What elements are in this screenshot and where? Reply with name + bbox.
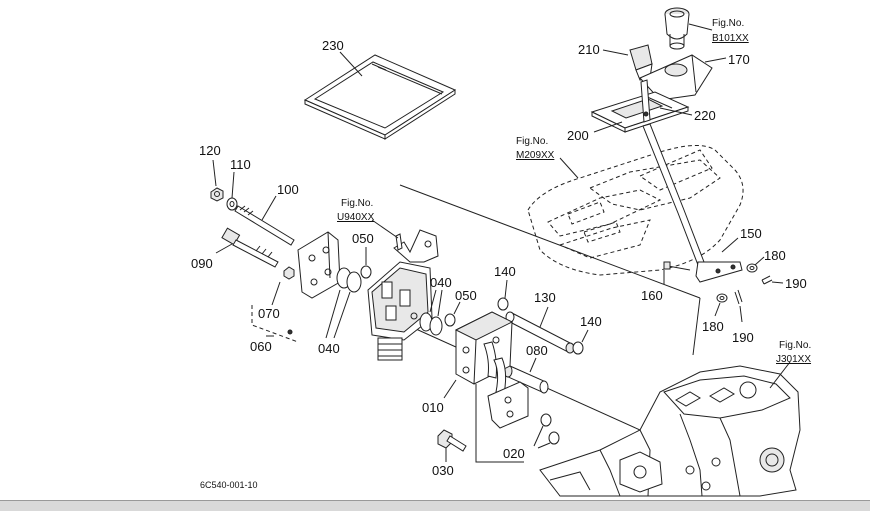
part-070-nut-drawing bbox=[283, 266, 295, 280]
part-050-oring-right-drawing bbox=[444, 313, 456, 327]
fig-ref-label: Fig.No. bbox=[779, 340, 811, 351]
fig-m209-cowling-drawing bbox=[527, 145, 744, 276]
diagram-code: 6C540-001-10 bbox=[200, 480, 258, 490]
part-label-050-right[interactable]: 050 bbox=[455, 288, 477, 303]
part-label-060[interactable]: 060 bbox=[250, 339, 272, 354]
part-190-pin-drawing bbox=[734, 275, 773, 305]
part-label-210[interactable]: 210 bbox=[578, 42, 600, 57]
part-label-090[interactable]: 090 bbox=[191, 256, 213, 271]
part-140-oring-top-drawing bbox=[497, 297, 509, 311]
part-150-lever-rod-drawing bbox=[642, 123, 743, 283]
part-label-130[interactable]: 130 bbox=[534, 290, 556, 305]
part-120-nut-drawing bbox=[210, 187, 224, 202]
fig-ref-b101-link[interactable]: B101XX bbox=[712, 33, 749, 44]
part-label-200[interactable]: 200 bbox=[567, 128, 589, 143]
part-label-180-top[interactable]: 180 bbox=[764, 248, 786, 263]
part-label-180-bottom[interactable]: 180 bbox=[702, 319, 724, 334]
part-label-230[interactable]: 230 bbox=[322, 38, 344, 53]
part-label-190-top[interactable]: 190 bbox=[785, 276, 807, 291]
part-label-170[interactable]: 170 bbox=[728, 52, 750, 67]
part-label-160[interactable]: 160 bbox=[641, 288, 663, 303]
fig-ref-label: Fig.No. bbox=[516, 136, 548, 147]
part-110-washer-drawing bbox=[226, 197, 238, 211]
fig-ref-label: Fig.No. bbox=[341, 198, 373, 209]
fig-j301-housing-drawing bbox=[539, 365, 801, 497]
part-100-stud-drawing bbox=[234, 205, 295, 246]
part-label-120[interactable]: 120 bbox=[199, 143, 221, 158]
part-label-040-left[interactable]: 040 bbox=[318, 341, 340, 356]
part-180-washer-drawing bbox=[716, 263, 758, 303]
fig-ref-u940-link[interactable]: U940XX bbox=[337, 212, 375, 223]
part-200-guide-plate-drawing bbox=[590, 91, 690, 133]
part-label-100[interactable]: 100 bbox=[277, 182, 299, 197]
part-label-080[interactable]: 080 bbox=[526, 343, 548, 358]
part-090-bolt-drawing bbox=[221, 227, 279, 268]
part-020-oring-drawing bbox=[540, 413, 560, 445]
part-170-cover-drawing bbox=[639, 54, 713, 101]
part-140-oring-right-drawing bbox=[572, 341, 584, 355]
part-label-050-left[interactable]: 050 bbox=[352, 231, 374, 246]
fig-ref-label: Fig.No. bbox=[712, 18, 744, 29]
part-label-150[interactable]: 150 bbox=[740, 226, 762, 241]
fig-ref-m209-link[interactable]: M209XX bbox=[516, 150, 555, 161]
part-label-110[interactable]: 110 bbox=[230, 157, 251, 172]
part-160-bolt-drawing bbox=[663, 261, 691, 271]
fig-b101-knob-drawing bbox=[664, 7, 690, 50]
part-220-lever-drawing bbox=[640, 79, 651, 123]
part-label-140-right[interactable]: 140 bbox=[580, 314, 602, 329]
part-130-pipe-drawing bbox=[505, 311, 575, 354]
part-label-020[interactable]: 020 bbox=[503, 446, 525, 461]
flange-plate-drawing bbox=[297, 231, 341, 299]
part-030-bolt-drawing bbox=[437, 429, 467, 452]
bottom-divider bbox=[0, 500, 870, 511]
control-valve-body-drawing bbox=[367, 229, 439, 361]
part-label-010[interactable]: 010 bbox=[422, 400, 444, 415]
part-label-030[interactable]: 030 bbox=[432, 463, 454, 478]
part-230-manual-drawing bbox=[303, 54, 457, 140]
part-010-manifold-drawing bbox=[454, 311, 529, 429]
fig-ref-j301-link[interactable]: J301XX bbox=[776, 354, 811, 365]
part-label-190-bottom[interactable]: 190 bbox=[732, 330, 754, 345]
part-050-oring-left-drawing bbox=[360, 265, 372, 279]
part-label-140-top[interactable]: 140 bbox=[494, 264, 516, 279]
part-label-040-right[interactable]: 040 bbox=[430, 275, 452, 290]
part-040-oring-right-drawing bbox=[419, 312, 443, 336]
part-040-oring-left-drawing bbox=[336, 267, 362, 293]
part-label-220[interactable]: 220 bbox=[694, 108, 716, 123]
part-label-070[interactable]: 070 bbox=[258, 306, 280, 321]
